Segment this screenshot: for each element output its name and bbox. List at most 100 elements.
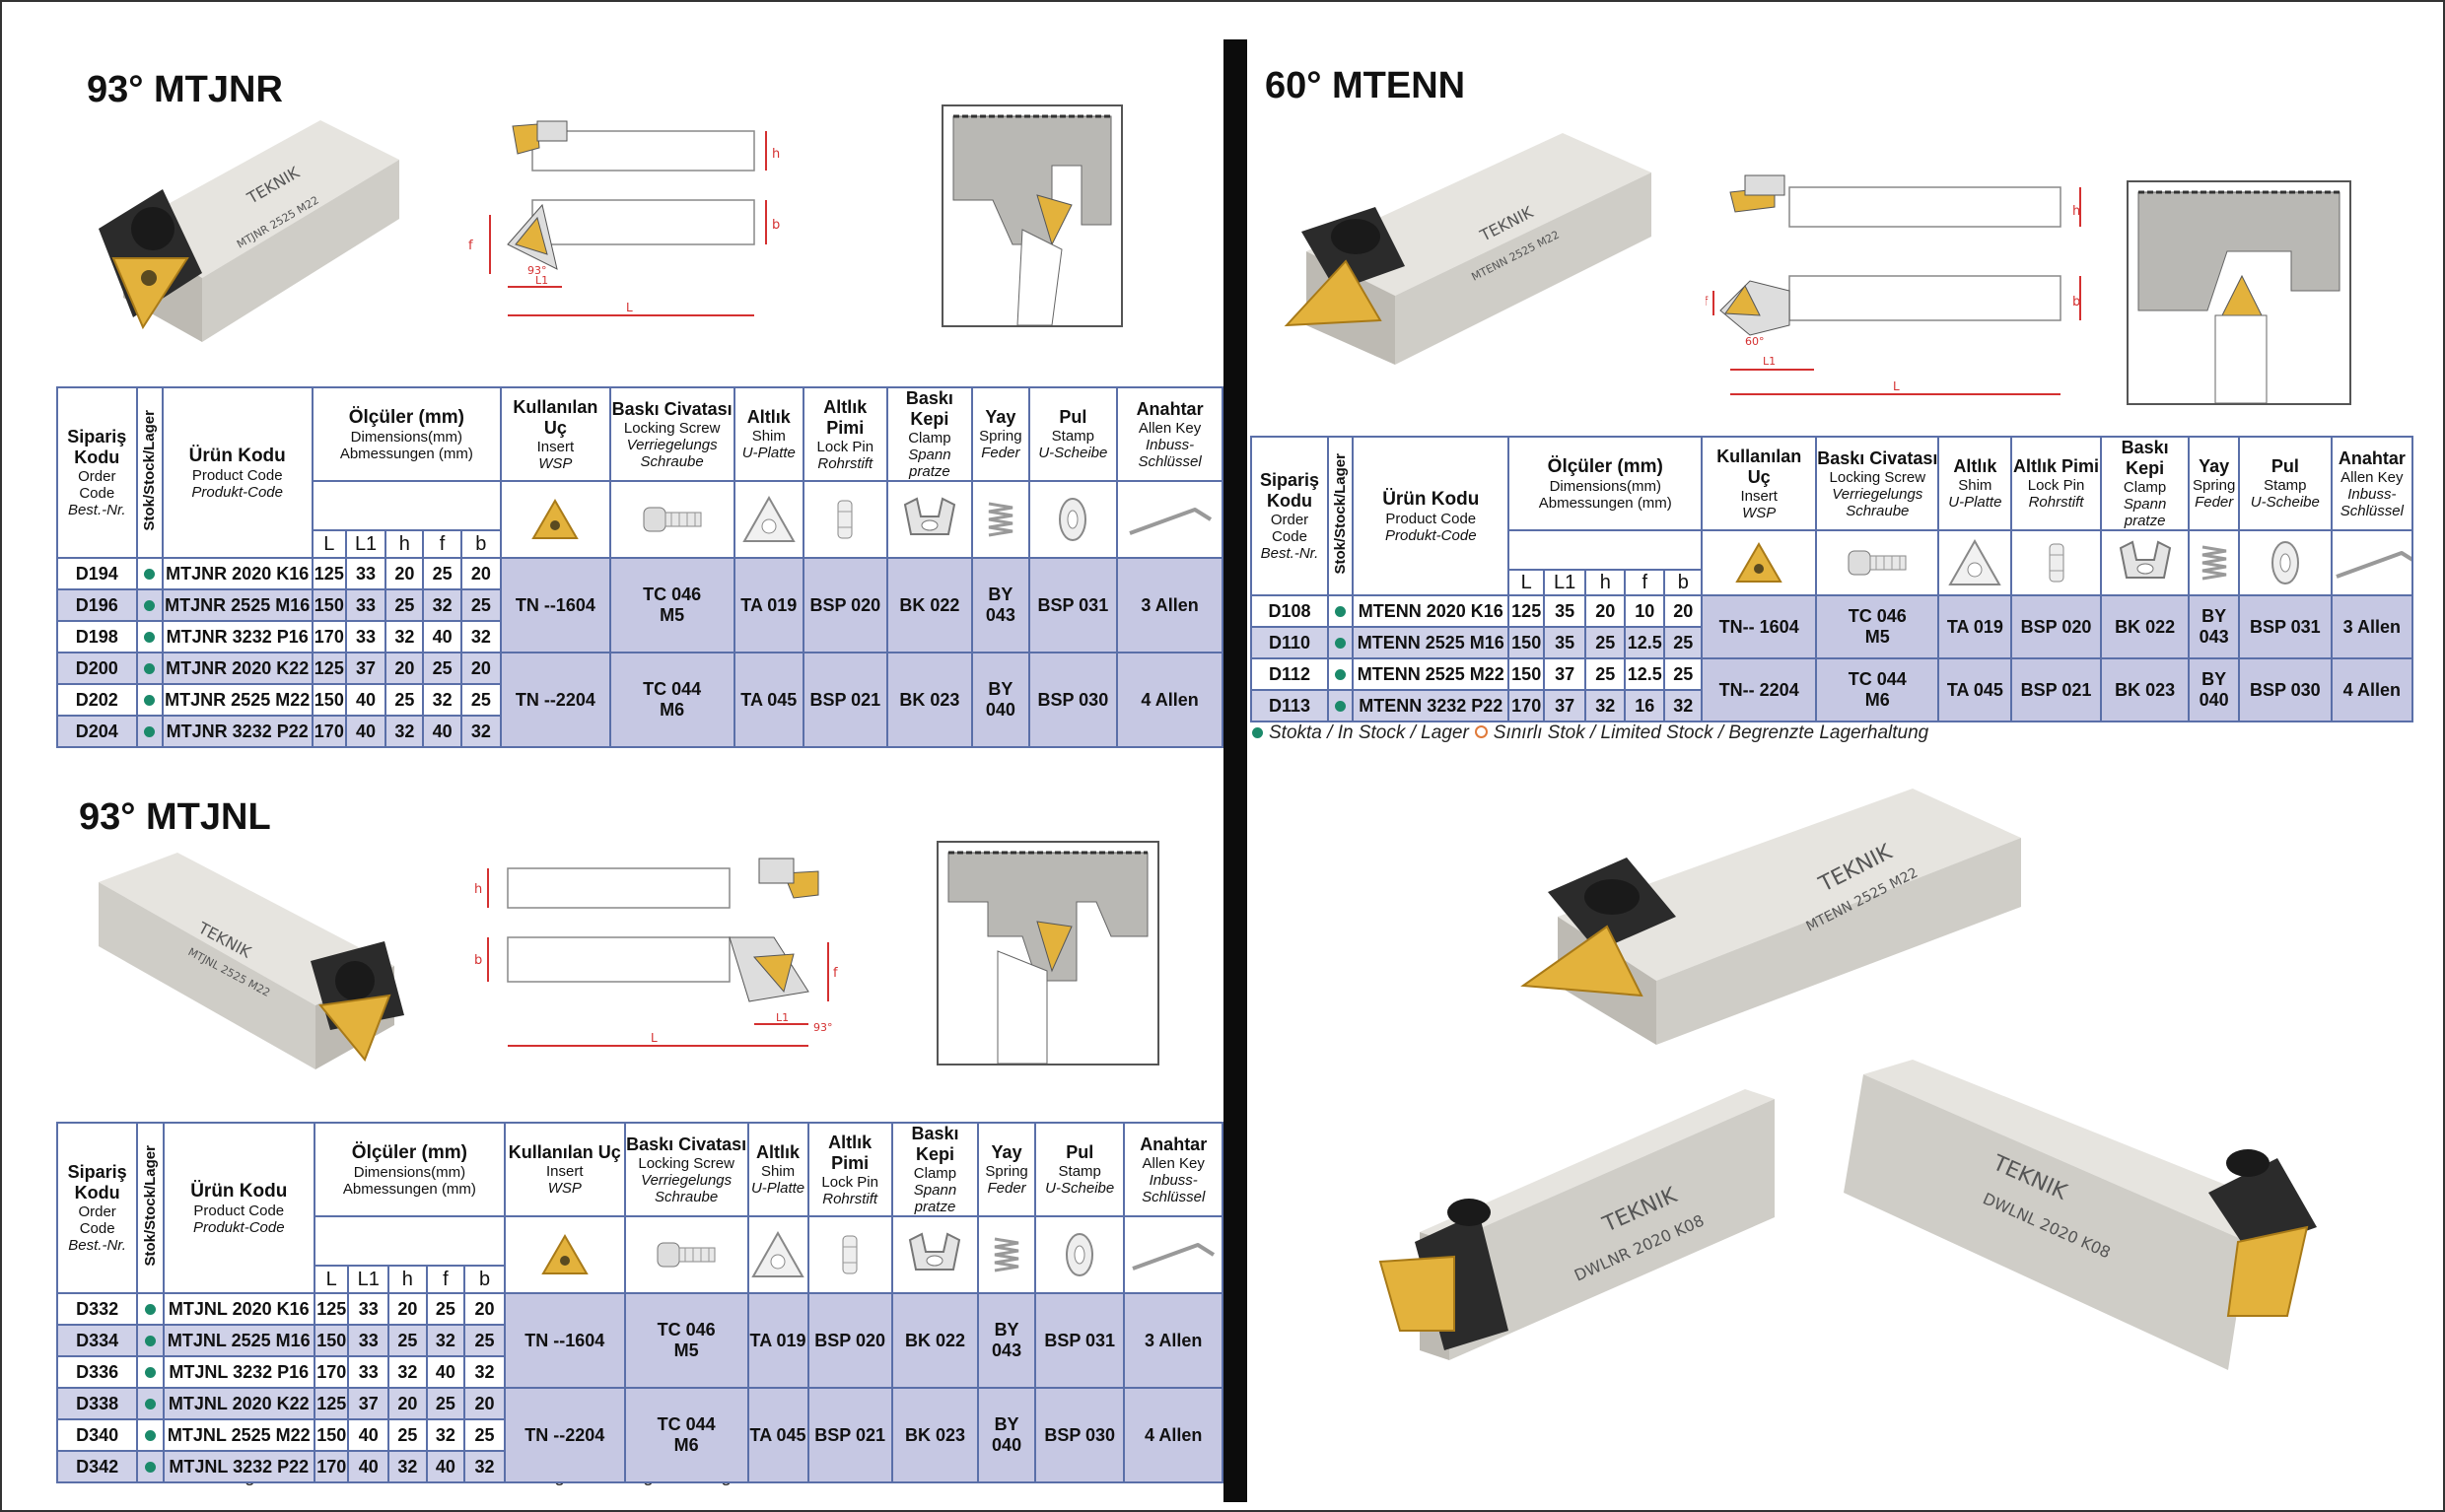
dim-b: 25 (463, 1324, 506, 1357)
dim-b: 25 (463, 1418, 506, 1452)
stamp-code: BSP 030 (1027, 652, 1119, 748)
order-code: D113 (1250, 689, 1329, 722)
section-title-mtjnl: 93° MTJNL (79, 796, 271, 838)
dim-header-l1: L1 (1543, 569, 1587, 596)
limited-stock-ring-icon (1474, 725, 1488, 738)
lock-pin-icon (803, 480, 888, 559)
in-stock-dot-icon (144, 725, 156, 737)
insert-triangle-icon (1701, 529, 1818, 596)
lock-pin-code: BSP 021 (803, 652, 888, 748)
washer-icon (1034, 1215, 1126, 1294)
in-stock-dot-icon (144, 1429, 156, 1441)
dim-l: 150 (311, 683, 347, 717)
dim-l1: 33 (344, 557, 387, 590)
stamp-code: BSP 031 (1027, 557, 1119, 653)
stock-status (136, 1387, 165, 1420)
order-code: D110 (1250, 626, 1329, 659)
dim-l: 150 (313, 1324, 350, 1357)
product-code: MTENN 3232 P22 (1352, 689, 1510, 722)
dim-b: 20 (1663, 594, 1704, 628)
lock-pin-code: BSP 020 (803, 557, 888, 653)
dim-h: 32 (387, 1450, 428, 1483)
spring-icon (971, 480, 1030, 559)
section-title-mtenn: 60° MTENN (1265, 65, 1466, 106)
clamp-code: BK 023 (885, 652, 974, 748)
dim-f: 32 (422, 683, 462, 717)
dim-l: 150 (311, 588, 347, 622)
clamp-icon (890, 1215, 980, 1294)
dim-b: 20 (463, 1387, 506, 1420)
dim-l1: 35 (1543, 626, 1587, 659)
stock-status (136, 1355, 165, 1389)
dim-l: 170 (311, 715, 347, 748)
dim-l1: 33 (347, 1292, 390, 1326)
stamp-code: BSP 030 (2237, 657, 2333, 722)
in-stock-dot-icon (1335, 605, 1347, 617)
dim-l1: 37 (1543, 689, 1587, 722)
dim-label-angle: 60° (1745, 335, 1765, 348)
stock-status (136, 1292, 165, 1326)
screw-icon (608, 480, 735, 559)
lock-pin-code: BSP 021 (806, 1387, 893, 1483)
dim-b: 25 (1663, 626, 1704, 659)
dim-h: 20 (387, 1387, 428, 1420)
stock-status (135, 620, 164, 653)
product-code: MTJNR 3232 P22 (161, 715, 314, 748)
dim-label-h: h (2072, 204, 2080, 219)
dim-l: 125 (313, 1387, 350, 1420)
dim-l: 125 (311, 557, 347, 590)
dim-header-l: L (311, 529, 347, 559)
shim-icon (746, 1215, 809, 1294)
header-dimensions: Ölçüler (mm)Dimensions(mm)Abmessungen (m… (313, 1122, 506, 1217)
dim-header-f: f (1624, 569, 1666, 596)
dim-label-f: f (833, 966, 838, 981)
order-code: D342 (55, 1450, 139, 1483)
tool-photo-mtjnl: TEKNIK MTJNL 2525 M22 (99, 853, 404, 1069)
dimension-diagram-mtenn: h b f L1 L 60° (1706, 174, 2081, 395)
dim-b: 20 (459, 557, 502, 590)
machining-detail-mtenn (2127, 180, 2351, 405)
dim-l1: 33 (344, 588, 387, 622)
dim-h: 20 (387, 1292, 428, 1326)
dim-f: 40 (422, 620, 462, 653)
allen-key-icon (1116, 480, 1223, 559)
in-stock-dot-icon (1335, 637, 1347, 649)
dim-h: 25 (1584, 657, 1627, 691)
order-code: D336 (55, 1355, 139, 1389)
dim-h: 25 (1584, 626, 1627, 659)
dim-l1: 33 (347, 1355, 390, 1389)
product-code: MTJNR 2020 K16 (161, 557, 314, 590)
screw-icon (623, 1215, 749, 1294)
dim-label-l1: L1 (535, 274, 548, 287)
dim-f: 25 (425, 1387, 466, 1420)
dim-h: 25 (387, 1324, 428, 1357)
product-showcase-photo: TEKNIK MTENN 2525 M22 TEKNIK DWLNR 2020 … (1378, 789, 2317, 1370)
stock-status (1326, 626, 1355, 659)
order-code: D108 (1250, 594, 1329, 628)
dim-label-angle: 93° (813, 1021, 833, 1034)
in-stock-dot-icon (1335, 700, 1347, 712)
dim-header-l1: L1 (347, 1265, 390, 1294)
product-code: MTENN 2525 M22 (1352, 657, 1510, 691)
order-code: D198 (56, 620, 138, 653)
dim-l1: 40 (347, 1450, 390, 1483)
screw-icon (1815, 529, 1940, 596)
